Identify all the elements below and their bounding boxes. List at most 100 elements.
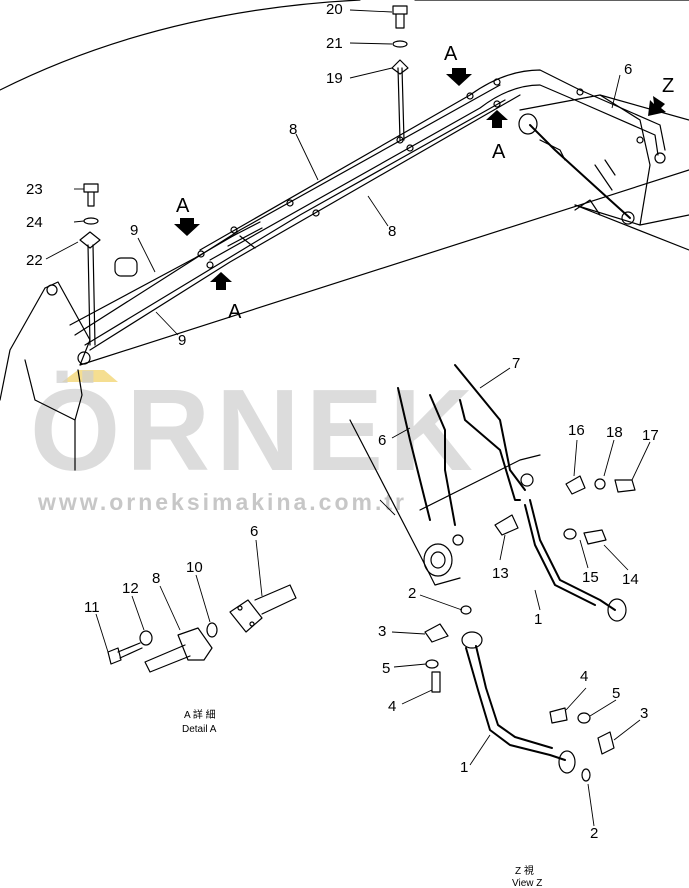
view-z-hose-1b <box>524 504 596 606</box>
callout-19: 19 <box>326 70 343 87</box>
view-z-pipe-7-b <box>459 399 521 501</box>
caption-detail-a-jp: A 詳 細 <box>184 708 216 721</box>
arm-left-inner <box>24 359 76 471</box>
pipe-9-line-b <box>89 94 521 351</box>
callout-13: 13 <box>492 565 509 582</box>
callout-18: 18 <box>606 424 623 441</box>
view-z-washer-15 <box>563 528 577 540</box>
view-z-assembly <box>349 364 636 622</box>
detail-a-flange-6 <box>229 599 263 633</box>
watermark-accent-mark <box>62 370 118 382</box>
view-z-boss-inner <box>430 551 446 569</box>
callout-14: 14 <box>622 571 639 588</box>
view-z-fitting-a <box>520 473 534 487</box>
pipe-8-line-b <box>84 99 506 346</box>
arrow-a-left-down <box>174 218 200 236</box>
callout-6-detail: 6 <box>250 523 258 540</box>
letter-a-2: A <box>492 141 506 163</box>
callout-5-right: 5 <box>612 685 620 702</box>
callout-11: 11 <box>84 599 100 616</box>
caption-view-z-en: View Z <box>512 878 542 888</box>
callout-20: 20 <box>326 1 343 18</box>
washer-21 <box>392 40 408 48</box>
arm-pin-top <box>46 284 58 296</box>
leader-lines <box>45 9 651 827</box>
callout-2-upper: 2 <box>408 585 416 602</box>
boom-pin-right <box>654 152 666 164</box>
left-rod <box>87 244 91 346</box>
callout-16: 16 <box>568 422 585 439</box>
top-rod-2 <box>401 67 405 141</box>
bolt-23 <box>83 183 99 207</box>
lower-washer-5 <box>425 659 439 669</box>
arm-pin-bottom <box>77 351 91 365</box>
pipe-8-line-a <box>74 84 501 336</box>
lower-bolt-4 <box>431 671 441 693</box>
callout-10: 10 <box>186 559 203 576</box>
callout-numbers: 20 21 19 6 8 23 24 22 9 8 9 7 6 16 18 17… <box>26 1 659 842</box>
view-z-pipe-6-b <box>429 394 456 526</box>
clamp-19 <box>391 59 409 75</box>
boom-right-body <box>519 94 689 121</box>
watermark: ÖRNEK www.orneksimakina.com.tr <box>30 365 479 515</box>
callout-2-lower: 2 <box>590 825 598 842</box>
detail-a-pipe-8 <box>144 644 191 673</box>
view-arrows <box>174 68 666 290</box>
lower-oring-2 <box>460 605 472 615</box>
caption-view-z-jp: Z 視 <box>515 864 534 877</box>
arrow-a-left-up <box>210 272 232 290</box>
lower-hose-assembly <box>424 605 615 782</box>
boom-assembly <box>0 0 689 471</box>
lower-hose-end <box>558 750 576 774</box>
arrow-a-top <box>446 68 472 86</box>
view-z-clamp-13 <box>494 514 519 536</box>
callout-9-bottom: 9 <box>178 332 186 349</box>
detail-a-washer-12 <box>139 630 153 646</box>
boom-cylinder-body <box>539 139 566 161</box>
watermark-brand: ÖRNEK <box>30 365 479 495</box>
arm-cylinder <box>114 257 138 277</box>
callout-1-lower: 1 <box>460 759 468 776</box>
pipe-6-line-a <box>199 69 666 251</box>
clamp-22 <box>79 231 101 249</box>
pipe-6-line-b <box>209 84 659 261</box>
view-z-pipe-6-a <box>397 387 431 521</box>
view-z-fitting-b <box>452 534 464 546</box>
detail-a-flange-hole-1 <box>237 605 243 611</box>
boom-upper-edge <box>0 0 361 91</box>
callout-7: 7 <box>512 355 520 372</box>
view-z-pipe-7-a <box>454 364 526 491</box>
top-rod <box>397 67 401 141</box>
left-rod-2 <box>92 244 96 346</box>
boom-bottom-edge <box>79 169 689 366</box>
view-z-boss <box>423 543 453 577</box>
boom-bracket <box>594 159 616 191</box>
detail-a-pipe-6 <box>254 584 297 615</box>
detail-a-oring-10 <box>206 622 218 638</box>
view-z-bolt-17 <box>614 479 636 493</box>
callout-4-right: 4 <box>580 668 588 685</box>
arrow-z <box>648 96 666 116</box>
detail-a-assembly <box>107 584 297 673</box>
boom-cylinder-base <box>621 211 635 225</box>
callout-8-detail: 8 <box>152 570 160 587</box>
arm-left-outline <box>0 287 46 401</box>
view-z-clamp-16 <box>565 475 586 495</box>
callout-23: 23 <box>26 181 43 198</box>
arrow-a-up <box>486 110 508 128</box>
callout-4-left: 4 <box>388 698 396 715</box>
callout-1-upper: 1 <box>534 611 542 628</box>
lower-hose-1 <box>465 647 566 761</box>
boom-bottom-edge-2 <box>574 204 689 251</box>
pipe-clamps <box>197 78 644 269</box>
view-z-hose-end <box>607 598 627 622</box>
clamp-detail-lines <box>224 221 263 249</box>
detail-a-block-8 <box>177 627 213 661</box>
callout-3-left: 3 <box>378 623 386 640</box>
boom-cylinder-eye <box>518 113 538 135</box>
callout-24: 24 <box>26 214 43 231</box>
letter-a-1: A <box>444 43 458 65</box>
callout-3-right: 3 <box>640 705 648 722</box>
callout-8-mid: 8 <box>388 223 396 240</box>
callout-21: 21 <box>326 35 343 52</box>
